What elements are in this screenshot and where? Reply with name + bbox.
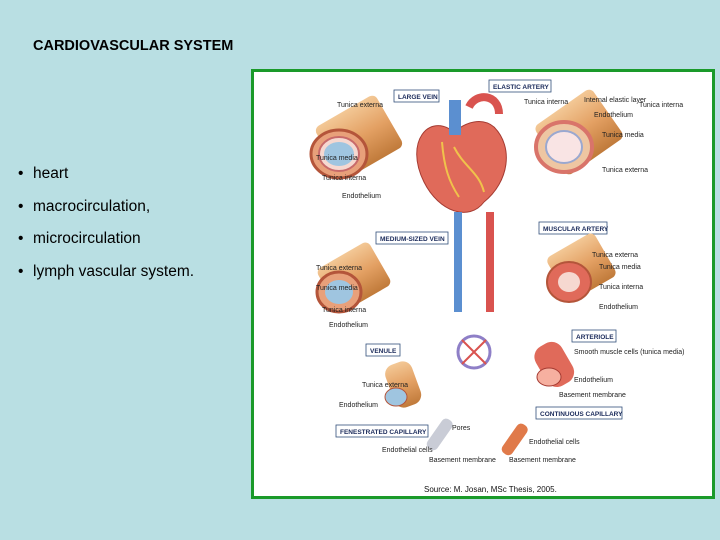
label: Tunica interna — [639, 102, 683, 109]
bullet-item: •microcirculation — [18, 230, 141, 247]
label: Endothelial cells — [382, 447, 433, 454]
label: Basement membrane — [509, 457, 576, 464]
label: Endothelium — [599, 304, 638, 311]
label: Tunica interna — [322, 307, 366, 314]
capillary-bed-illustration — [456, 334, 492, 370]
label: Tunica interna — [599, 284, 643, 291]
label: Tunica media — [316, 285, 358, 292]
large-vein-box — [393, 89, 440, 103]
vessel-diagram: LARGE VEIN Tunica externa Tunica media T… — [309, 79, 685, 494]
label: Tunica media — [599, 264, 641, 271]
arteriole-title: ARTERIOLE — [576, 334, 614, 341]
label: Endothelium — [594, 112, 633, 119]
label: Endothelium — [329, 322, 368, 329]
vessel-diagram-frame: LARGE VEIN Tunica externa Tunica media T… — [251, 69, 715, 499]
fenestrated-capillary-box — [335, 424, 429, 438]
slide-title: CARDIOVASCULAR SYSTEM — [33, 38, 234, 54]
label: Tunica interna — [524, 99, 568, 106]
large-vein-title: LARGE VEIN — [398, 94, 438, 101]
medium-vein-title: MEDIUM-SIZED VEIN — [380, 236, 445, 243]
artery-line — [486, 212, 494, 312]
label: Tunica externa — [337, 102, 383, 109]
arteriole-illustration — [534, 341, 575, 388]
label: Endothelium — [574, 377, 613, 384]
label: Tunica externa — [362, 382, 408, 389]
label: Smooth muscle cells (tunica media) — [574, 349, 685, 356]
continuous-capillary-illustration — [501, 423, 528, 456]
muscular-artery-box — [538, 221, 608, 235]
label: Tunica externa — [602, 167, 648, 174]
figure-source: Source: M. Josan, MSc Thesis, 2005. — [424, 485, 557, 494]
arteriole-box — [571, 329, 617, 343]
muscular-artery-title: MUSCULAR ARTERY — [543, 226, 609, 233]
medium-vein-box — [375, 231, 449, 245]
continuous-capillary-title: CONTINUOUS CAPILLARY — [540, 411, 623, 418]
heart-illustration — [416, 93, 507, 213]
label: Tunica media — [316, 155, 358, 162]
bullet-item: •heart — [18, 165, 69, 182]
label: Tunica externa — [592, 252, 638, 259]
venule-illustration — [384, 361, 422, 408]
label: Endothelium — [342, 193, 381, 200]
fenestrated-capillary-illustration — [426, 418, 453, 451]
elastic-artery-box — [488, 79, 552, 93]
label: Basement membrane — [429, 457, 496, 464]
label: Tunica externa — [316, 265, 362, 272]
bullet-item: •lymph vascular system. — [18, 262, 195, 280]
vein-line — [454, 212, 462, 312]
label: Basement membrane — [559, 392, 626, 399]
continuous-capillary-box — [535, 406, 623, 420]
fenestrated-capillary-title: FENESTRATED CAPILLARY — [340, 429, 427, 436]
label: Tunica media — [602, 132, 644, 139]
label: Pores — [452, 425, 471, 432]
large-vein-illustration — [309, 95, 403, 180]
venule-box — [365, 343, 401, 357]
label: Endothelium — [339, 402, 378, 409]
label: Internal elastic layer — [584, 97, 647, 104]
medium-vein-illustration — [315, 242, 391, 314]
label: Endothelial cells — [529, 439, 580, 446]
muscular-artery-illustration — [546, 233, 616, 303]
elastic-artery-illustration — [534, 89, 623, 175]
label: Tunica interna — [322, 175, 366, 182]
venule-title: VENULE — [370, 348, 397, 355]
elastic-artery-title: ELASTIC ARTERY — [493, 84, 550, 91]
bullet-list: •heart •macrocirculation, •microcirculat… — [18, 165, 194, 295]
bullet-item: •macrocirculation, — [18, 197, 151, 215]
